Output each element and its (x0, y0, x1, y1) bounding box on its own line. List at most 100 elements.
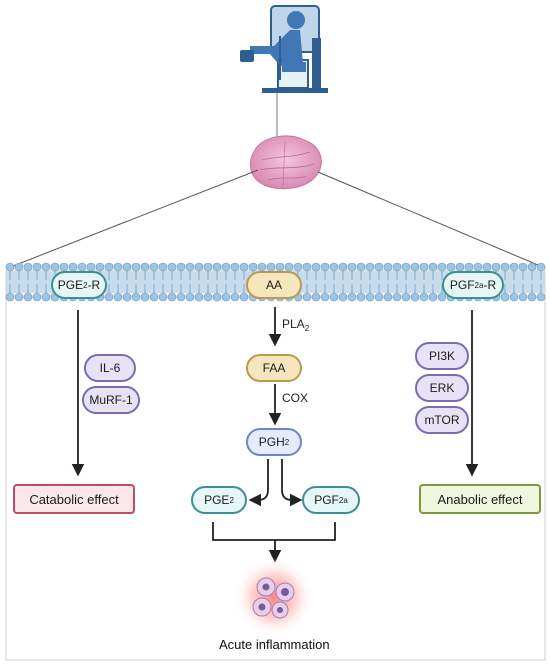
lipid-head (311, 292, 321, 302)
lipid-head (239, 262, 249, 272)
lipid-head (527, 292, 537, 302)
aa-label: AA (265, 278, 282, 292)
lipid-head (536, 292, 546, 302)
faa-node: FAA (246, 354, 302, 382)
anabolic-effect-box: Anabolic effect (419, 484, 541, 514)
lipid-head (167, 262, 177, 272)
lipid-head (293, 262, 303, 272)
lipid-head (185, 262, 195, 272)
lipid-head (509, 262, 519, 272)
lipid-head (149, 292, 159, 302)
lipid-head (302, 262, 312, 272)
lipid-head (41, 262, 51, 272)
murf1-node: MuRF-1 (82, 386, 140, 414)
lipid-head (140, 292, 150, 302)
lipid-head (14, 292, 24, 302)
muscle-tissue-icon (249, 135, 322, 190)
immune-cells-icon (234, 557, 314, 637)
lipid-head (356, 262, 366, 272)
lipid-head (419, 262, 429, 272)
lipid-head (176, 262, 186, 272)
lipid-head (77, 262, 87, 272)
lipid-head (32, 262, 42, 272)
lipid-head (401, 262, 411, 272)
lipid-head (23, 262, 33, 272)
cox-label: COX (282, 391, 308, 405)
lipid-head (113, 262, 123, 272)
lipid-head (311, 262, 321, 272)
lipid-head (392, 292, 402, 302)
il6-node: IL-6 (84, 354, 136, 382)
pgh2-subscript: 2 (284, 437, 290, 447)
lipid-head (356, 292, 366, 302)
lipid-head (23, 292, 33, 302)
erk-node: ERK (415, 374, 469, 402)
lipid-head (383, 292, 393, 302)
lipid-head (509, 292, 519, 302)
lipid-head (113, 292, 123, 302)
lipid-head (419, 292, 429, 302)
catabolic-effect-label: Catabolic effect (29, 491, 119, 507)
pge2-receptor-subscript: 2 (83, 280, 88, 290)
pge2-label: PGE (204, 493, 230, 507)
lipid-head (203, 262, 213, 272)
pla2-text: PLA (282, 317, 305, 331)
lipid-head (167, 292, 177, 302)
lipid-head (140, 262, 150, 272)
lipid-head (104, 262, 114, 272)
lipid-head (347, 262, 357, 272)
lipid-head (5, 262, 15, 272)
cell-outline (5, 269, 546, 661)
lipid-head (536, 262, 546, 272)
bracket-prostaglandins (212, 522, 336, 541)
lipid-head (347, 292, 357, 302)
lipid-head (329, 262, 339, 272)
pgf2a-receptor-subscript: 2a (474, 280, 484, 290)
lipid-head (212, 262, 222, 272)
murf1-label: MuRF-1 (89, 393, 133, 407)
lipid-head (329, 292, 339, 302)
lipid-head (86, 262, 96, 272)
arrow-pgh2-pgf2a (281, 459, 303, 507)
lipid-head (239, 292, 249, 302)
lipid-head (194, 292, 204, 302)
lipid-head (5, 292, 15, 302)
pgf2a-label: PGF (314, 493, 339, 507)
lipid-head (446, 262, 456, 272)
pgf2a-receptor-label: PGF (449, 278, 475, 292)
lipid-head (428, 292, 438, 302)
lipid-head (230, 262, 240, 272)
lipid-head (428, 262, 438, 272)
lipid-head (50, 262, 60, 272)
lipid-head (122, 292, 132, 302)
lipid-head (248, 262, 258, 272)
lipid-head (122, 262, 132, 272)
aa-node: AA (246, 271, 302, 299)
lipid-head (230, 292, 240, 302)
pi3k-node: PI3K (415, 342, 469, 370)
lipid-head (320, 262, 330, 272)
lipid-head (500, 292, 510, 302)
lipid-head (41, 292, 51, 302)
il6-label: IL-6 (99, 361, 121, 375)
lipid-head (257, 262, 267, 272)
lipid-head (365, 262, 375, 272)
mtor-node: mTOR (415, 406, 469, 434)
catabolic-effect-box: Catabolic effect (13, 484, 135, 514)
pgf2a-receptor-suffix: -R (483, 278, 497, 292)
pge2-receptor-suffix: -R (87, 278, 101, 292)
pi3k-label: PI3K (428, 349, 455, 363)
lipid-head (221, 292, 231, 302)
pge2-receptor-label: PGE (57, 278, 84, 292)
lipid-head (473, 262, 483, 272)
lipid-head (212, 292, 222, 302)
zoom-line-right (317, 171, 546, 269)
lipid-head (104, 292, 114, 302)
acute-inflammation-label: Acute inflammation (219, 637, 330, 652)
lipid-head (149, 262, 159, 272)
